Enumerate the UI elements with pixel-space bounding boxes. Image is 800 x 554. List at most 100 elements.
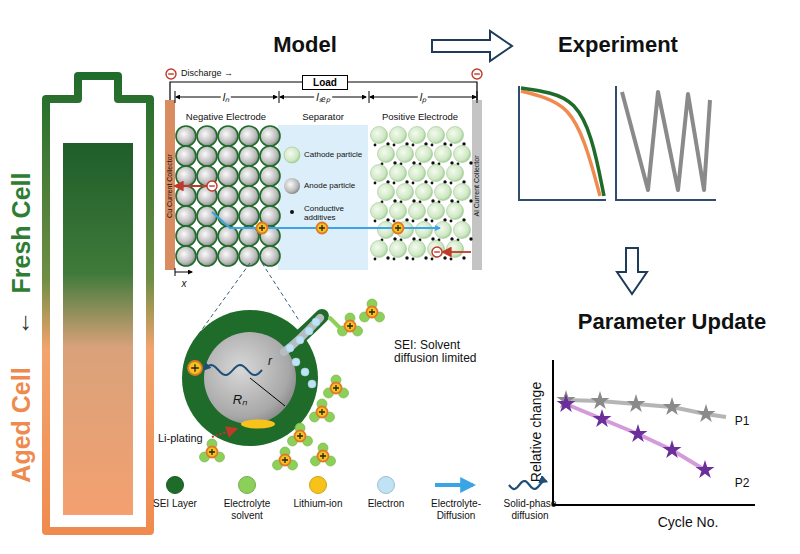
cathode-particle — [409, 165, 426, 182]
conductive-additive — [443, 256, 446, 259]
cathode-particle — [371, 203, 388, 220]
anode-particle — [197, 206, 217, 226]
electron — [296, 336, 304, 344]
minus-sign — [474, 73, 480, 74]
axis-title: Cycle No. — [658, 515, 719, 530]
cathode-particle — [390, 241, 407, 258]
lithium-ion — [367, 307, 378, 318]
cathode-particle — [397, 184, 414, 201]
anode-particle — [260, 146, 280, 166]
conductive-additive — [405, 180, 408, 183]
conductive-additive — [450, 144, 453, 147]
anode-particle — [197, 226, 217, 246]
legend-note: Cathode particle — [304, 151, 366, 160]
sei-crack-channel — [284, 318, 320, 352]
conductive-additive — [450, 220, 453, 223]
conductive-additive — [469, 161, 472, 164]
conductive-additive — [462, 180, 465, 183]
conductive-additive — [412, 220, 415, 223]
cathode-particle — [416, 184, 433, 201]
solvated-ion — [360, 299, 385, 322]
mechanism-label: Li-plating — [158, 432, 203, 444]
electron-path — [175, 185, 210, 187]
anode-particle — [176, 166, 196, 186]
ion-body — [257, 223, 268, 234]
flow-arrow — [617, 248, 647, 294]
axis-label: x — [182, 278, 187, 289]
radius-label: Rₙ — [233, 393, 247, 407]
solvated-ion — [200, 439, 225, 462]
conductive-additive — [386, 218, 389, 221]
anode-particle — [239, 246, 259, 266]
ion-body — [345, 321, 356, 332]
dimension-lines — [175, 91, 477, 103]
region-label: Negative Electrode — [186, 112, 266, 122]
load-box: Load — [302, 75, 348, 90]
parameter-chart — [553, 360, 755, 505]
solvated-ion — [288, 423, 313, 446]
discharge-label: Discharge → — [181, 69, 233, 79]
solvent-stream — [330, 318, 344, 332]
conductive-additive — [374, 144, 377, 147]
cathode-particle — [454, 184, 471, 201]
conductive-additive — [469, 199, 472, 202]
plus-sign — [395, 225, 401, 231]
conductive-additive — [412, 258, 415, 261]
battery-charge — [63, 143, 133, 515]
cell-state-label: Aged Cell — [8, 367, 36, 482]
plus-sign — [191, 364, 199, 372]
cathode-particle — [390, 203, 407, 220]
conductive-additive — [405, 218, 408, 221]
lithium-ion — [188, 361, 202, 375]
conductive-additive — [393, 237, 396, 240]
anode-particle — [176, 186, 196, 206]
section-heading: Model — [273, 33, 337, 57]
collector-label: Cu Current Collector — [166, 154, 174, 218]
data-star — [696, 460, 715, 478]
lithium-ion — [257, 223, 268, 234]
solid-phase-diffusion — [204, 365, 262, 375]
lithium-ion — [331, 383, 342, 394]
anode-particle — [260, 166, 280, 186]
anode-particle — [218, 186, 238, 206]
conductive-additive — [443, 218, 446, 221]
cathode-particle — [447, 127, 464, 144]
anode-particle — [176, 206, 196, 226]
cathode-particle — [454, 146, 471, 163]
anode-particle — [260, 126, 280, 146]
data-star — [697, 404, 716, 422]
anode-particle — [197, 146, 217, 166]
conductive-additive — [450, 182, 453, 185]
legend-sample — [431, 476, 481, 494]
radius-label: r — [268, 355, 272, 368]
plus-sign — [347, 323, 353, 329]
axis-title: Relative change — [529, 382, 544, 482]
terminal-ring — [166, 69, 176, 79]
series-label: P2 — [735, 477, 750, 490]
solvated-ion — [273, 447, 298, 470]
p2-line — [566, 404, 705, 470]
conductive-additive — [431, 237, 434, 240]
data-star — [593, 409, 612, 427]
cathode-particle — [371, 241, 388, 258]
conductive-additive — [412, 237, 415, 240]
plus-sign — [282, 457, 288, 463]
plus-sign — [259, 225, 265, 231]
minus-sign — [434, 251, 440, 252]
conductive-additive — [462, 142, 465, 145]
section-heading: Parameter Update — [578, 310, 766, 334]
anode-particle — [218, 146, 238, 166]
conductive-additive — [431, 144, 434, 147]
cathode-particle — [428, 165, 445, 182]
legend-swatch — [166, 476, 184, 494]
minus-sign — [209, 185, 215, 186]
electron-path — [443, 251, 471, 253]
x-axis-arrow — [175, 272, 192, 273]
experiment-plots — [519, 86, 716, 200]
conductive-additive — [393, 220, 396, 223]
conductive-additive — [393, 161, 396, 164]
cathode-particle — [447, 241, 464, 258]
cathode-particle — [416, 222, 433, 239]
dimension-label: lₙ — [221, 91, 231, 103]
anode-particle — [218, 206, 238, 226]
